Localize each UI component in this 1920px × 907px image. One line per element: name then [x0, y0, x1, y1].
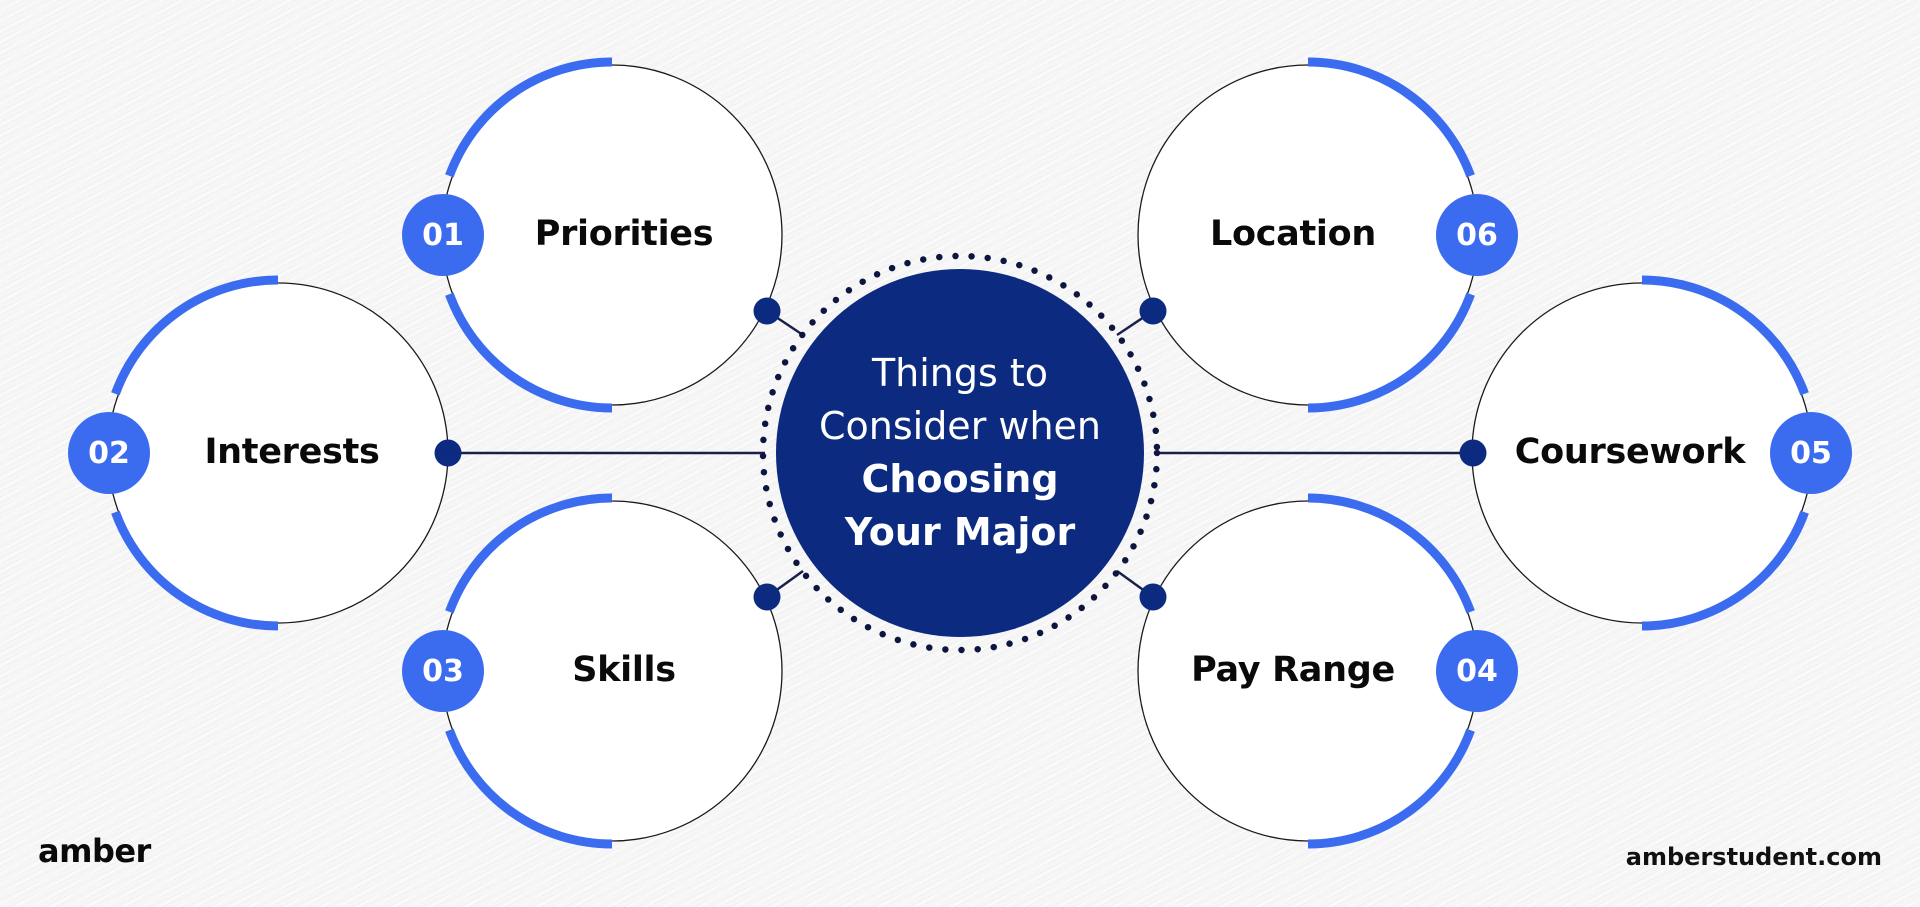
arc-skills-upper: [445, 493, 613, 614]
junction-dot-pay-range: [1139, 583, 1167, 611]
badge-number: 05: [1790, 435, 1832, 471]
arc-priorities-lower: [445, 292, 613, 413]
node-label-skills: Skills: [572, 650, 676, 690]
node-circles: [107, 64, 1813, 842]
arc-priorities-upper: [445, 57, 613, 178]
badge-03: 03: [402, 630, 484, 712]
node-label-interests: Interests: [204, 432, 380, 472]
badge-number: 02: [88, 435, 130, 471]
center-title-line-2: Consider when: [818, 404, 1102, 448]
arc-location-upper: [1307, 57, 1475, 178]
badge-number: 04: [1456, 653, 1498, 689]
arc-location-lower: [1307, 292, 1475, 413]
badge-number: 01: [422, 217, 464, 253]
center-title-line-3: Choosing: [861, 457, 1059, 501]
badge-01: 01: [402, 194, 484, 276]
junction-dots: [434, 297, 1487, 611]
arc-interests-lower: [111, 510, 279, 631]
junction-dot-location: [1139, 297, 1167, 325]
brand-url: amberstudent.com: [1625, 843, 1882, 871]
junction-dot-interests: [434, 439, 462, 467]
center-disk: [776, 269, 1144, 637]
arc-pay-range-lower: [1307, 728, 1475, 849]
arc-coursework-lower: [1641, 510, 1809, 631]
center-dotted-ring: [759, 252, 1161, 654]
arc-pay-range-upper: [1307, 493, 1475, 614]
arc-interests-upper: [111, 275, 279, 396]
node-label-pay-range: Pay Range: [1191, 650, 1395, 690]
badge-04: 04: [1436, 630, 1518, 712]
center-title-line-1: Things to: [871, 351, 1049, 395]
brand-logo: amber: [38, 832, 151, 870]
badge-number: 03: [422, 653, 464, 689]
arc-skills-lower: [445, 728, 613, 849]
junction-dot-skills: [753, 583, 781, 611]
accent-arcs: [111, 57, 1809, 849]
node-label-coursework: Coursework: [1514, 432, 1746, 472]
junction-dot-priorities: [753, 297, 781, 325]
badge-06: 06: [1436, 194, 1518, 276]
badge-05: 05: [1770, 412, 1852, 494]
arc-coursework-upper: [1641, 275, 1809, 396]
badge-02: 02: [68, 412, 150, 494]
center-title: Things to Consider when Choosing Your Ma…: [790, 347, 1130, 559]
junction-dot-coursework: [1459, 439, 1487, 467]
center-title-line-4: Your Major: [844, 510, 1076, 554]
badge-number: 06: [1456, 217, 1498, 253]
node-label-location: Location: [1209, 214, 1377, 254]
node-label-priorities: Priorities: [534, 214, 714, 254]
